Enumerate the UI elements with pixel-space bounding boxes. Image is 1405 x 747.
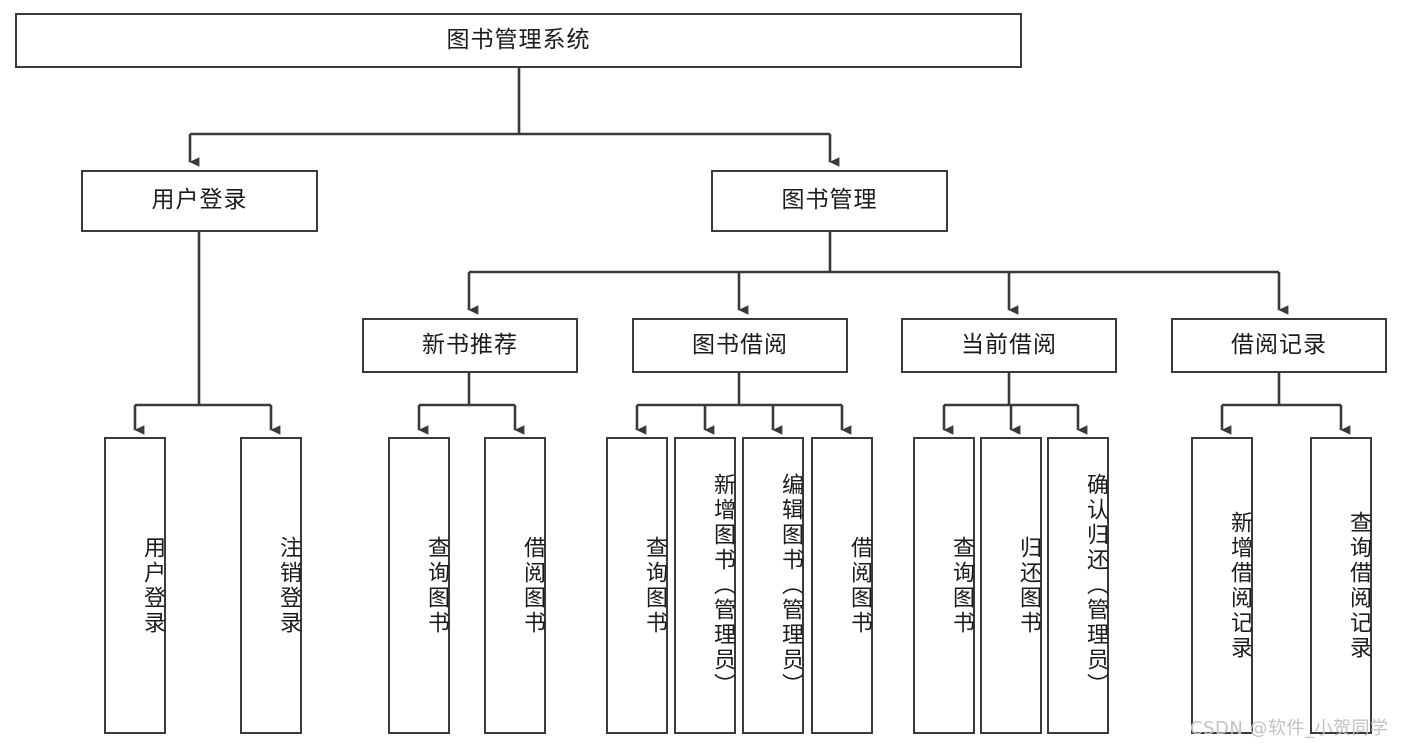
node-current-borrow[interactable]: 当前借阅	[901, 318, 1117, 373]
watermark-text: CSDN @软件_小贺同学	[1190, 718, 1389, 739]
leaf-record-query[interactable]: 查询借阅记录	[1310, 437, 1372, 734]
node-label: 新增借阅记录	[1227, 510, 1252, 661]
node-label: 图书管理	[781, 187, 878, 214]
node-label: 查询图书	[642, 535, 667, 636]
leaf-borrow-borrow-book[interactable]: 借阅图书	[811, 437, 873, 734]
node-new-book-recommend[interactable]: 新书推荐	[362, 318, 578, 373]
leaf-user-logout[interactable]: 注销登录	[240, 437, 302, 734]
leaf-borrow-edit-book[interactable]: 编辑图书（管理员）	[742, 437, 804, 734]
node-label: 查询图书	[949, 535, 974, 636]
node-label: 借阅图书	[847, 535, 872, 636]
node-label: 用户登录	[151, 187, 248, 214]
node-label: 查询借阅记录	[1346, 510, 1371, 661]
node-book-management[interactable]: 图书管理	[711, 170, 948, 232]
node-label: 查询图书	[424, 535, 449, 636]
node-label: 编辑图书（管理员）	[778, 473, 803, 698]
leaf-current-return-book[interactable]: 归还图书	[980, 437, 1042, 734]
node-book-borrow[interactable]: 图书借阅	[632, 318, 848, 373]
node-label: 图书管理系统	[446, 26, 591, 53]
node-label: 新增图书（管理员）	[710, 473, 735, 698]
node-label: 确认归还（管理员）	[1083, 473, 1108, 698]
node-label: 借阅图书	[520, 535, 545, 636]
node-label: 归还图书	[1016, 535, 1041, 636]
node-label: 注销登录	[276, 535, 301, 636]
node-borrow-record[interactable]: 借阅记录	[1171, 318, 1387, 373]
leaf-user-login[interactable]: 用户登录	[104, 437, 166, 734]
leaf-new-book-query[interactable]: 查询图书	[388, 437, 450, 734]
node-root-system[interactable]: 图书管理系统	[15, 13, 1022, 68]
node-label: 借阅记录	[1231, 331, 1327, 358]
node-user-login[interactable]: 用户登录	[81, 170, 318, 232]
node-label: 新书推荐	[422, 331, 518, 358]
leaf-borrow-query-book[interactable]: 查询图书	[606, 437, 668, 734]
node-label: 当前借阅	[961, 331, 1057, 358]
leaf-new-book-borrow[interactable]: 借阅图书	[484, 437, 546, 734]
leaf-current-confirm-return[interactable]: 确认归还（管理员）	[1047, 437, 1109, 734]
node-label: 图书借阅	[692, 331, 788, 358]
leaf-record-add[interactable]: 新增借阅记录	[1191, 437, 1253, 734]
leaf-current-query-book[interactable]: 查询图书	[913, 437, 975, 734]
leaf-borrow-add-book[interactable]: 新增图书（管理员）	[674, 437, 736, 734]
node-label: 用户登录	[140, 535, 165, 636]
